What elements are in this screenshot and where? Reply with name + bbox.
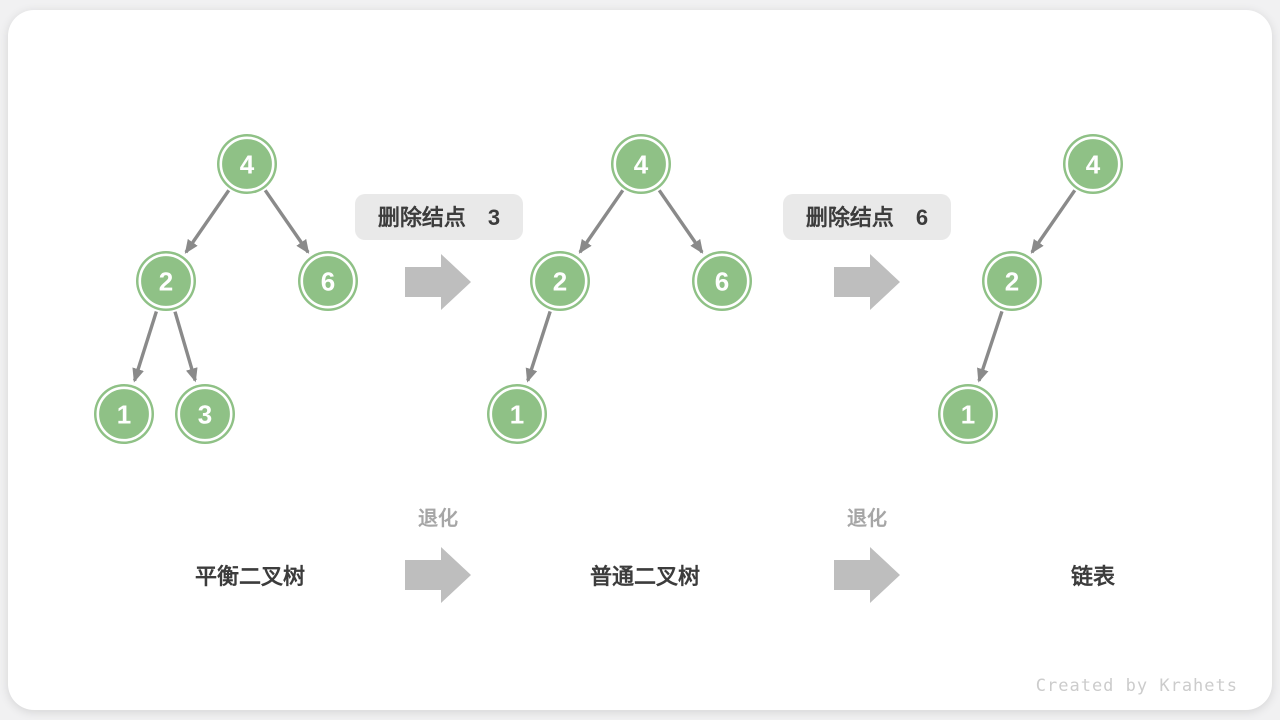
tree-node-ring xyxy=(532,253,588,309)
tree-node-ring xyxy=(177,386,233,442)
watermark-text: Created by Krahets xyxy=(1035,676,1238,696)
tree-node: 6 xyxy=(692,251,752,311)
degrade-label: 退化 xyxy=(847,506,887,530)
step-label-box xyxy=(783,194,951,240)
tree-node-ring xyxy=(694,253,750,309)
step-label: 删除结点 3 xyxy=(355,194,523,240)
tree-node-circle xyxy=(136,251,196,311)
caption-label: 链表 xyxy=(1071,564,1116,589)
tree-edge-arrow xyxy=(263,189,310,254)
block-arrow-icon xyxy=(834,254,900,310)
tree-edge-arrow xyxy=(132,311,158,383)
tree-edge-arrow xyxy=(184,189,231,254)
tree-node: 3 xyxy=(175,384,235,444)
tree-node-circle xyxy=(1063,134,1123,194)
step-label-text: 删除结点 3 xyxy=(378,205,500,230)
tree-node: 1 xyxy=(938,384,998,444)
tree-node-label: 4 xyxy=(1086,149,1101,179)
tree-node-ring xyxy=(300,253,356,309)
tree-node: 1 xyxy=(94,384,154,444)
tree-node: 4 xyxy=(611,134,671,194)
tree-node-label: 3 xyxy=(198,399,212,429)
tree-node-ring xyxy=(219,136,275,192)
tree-edge-arrow xyxy=(578,189,625,254)
tree-node-circle xyxy=(530,251,590,311)
tree-node-label: 1 xyxy=(961,399,975,429)
tree-node-label: 6 xyxy=(715,266,729,296)
tree-node-circle xyxy=(487,384,547,444)
tree-node: 2 xyxy=(136,251,196,311)
tree-node-ring xyxy=(138,253,194,309)
tree-ordinary-binary-tree: 4 2 6 1 xyxy=(487,134,752,444)
tree-node-circle xyxy=(94,384,154,444)
tree-node-circle xyxy=(982,251,1042,311)
tree-node-circle xyxy=(175,384,235,444)
tree-node-ring xyxy=(984,253,1040,309)
tree-node-label: 1 xyxy=(510,399,524,429)
tree-node-circle xyxy=(938,384,998,444)
step-label-box xyxy=(355,194,523,240)
degrade-label: 退化 xyxy=(418,506,458,530)
tree-node-ring xyxy=(940,386,996,442)
tree-node: 2 xyxy=(530,251,590,311)
tree-node-ring xyxy=(613,136,669,192)
tree-node-circle xyxy=(217,134,277,194)
tree-edge-arrow xyxy=(1030,189,1077,254)
tree-balanced-binary-tree: 4 2 6 1 3 xyxy=(94,134,358,444)
tree-node-label: 6 xyxy=(321,266,335,296)
tree-node: 1 xyxy=(487,384,547,444)
tree-node-label: 2 xyxy=(553,266,567,296)
tree-edge-arrow xyxy=(657,189,704,254)
step-label-text: 删除结点 6 xyxy=(806,205,928,230)
tree-node-circle xyxy=(298,251,358,311)
tree-edge-arrow xyxy=(977,310,1004,383)
step-label: 删除结点 6 xyxy=(783,194,951,240)
tree-node-label: 2 xyxy=(1005,266,1019,296)
tree-linked-list-tree: 4 2 1 xyxy=(938,134,1123,444)
tree-node-label: 4 xyxy=(240,149,255,179)
tree-node-circle xyxy=(611,134,671,194)
tree-node-ring xyxy=(96,386,152,442)
caption-label: 普通二叉树 xyxy=(590,564,700,589)
tree-node: 4 xyxy=(217,134,277,194)
tree-edge-arrow xyxy=(173,311,198,383)
tree-node: 2 xyxy=(982,251,1042,311)
diagram-card xyxy=(8,10,1272,710)
block-arrow-icon xyxy=(405,254,471,310)
tree-edge-arrow xyxy=(525,310,552,383)
tree-node-label: 2 xyxy=(159,266,173,296)
block-arrow-icon xyxy=(405,547,471,603)
tree-node-ring xyxy=(1065,136,1121,192)
tree-node-circle xyxy=(692,251,752,311)
tree-node-label: 4 xyxy=(634,149,649,179)
tree-node-ring xyxy=(489,386,545,442)
block-arrow-icon xyxy=(834,547,900,603)
tree-node: 6 xyxy=(298,251,358,311)
caption-label: 平衡二叉树 xyxy=(195,564,305,589)
tree-node-label: 1 xyxy=(117,399,131,429)
tree-node: 4 xyxy=(1063,134,1123,194)
